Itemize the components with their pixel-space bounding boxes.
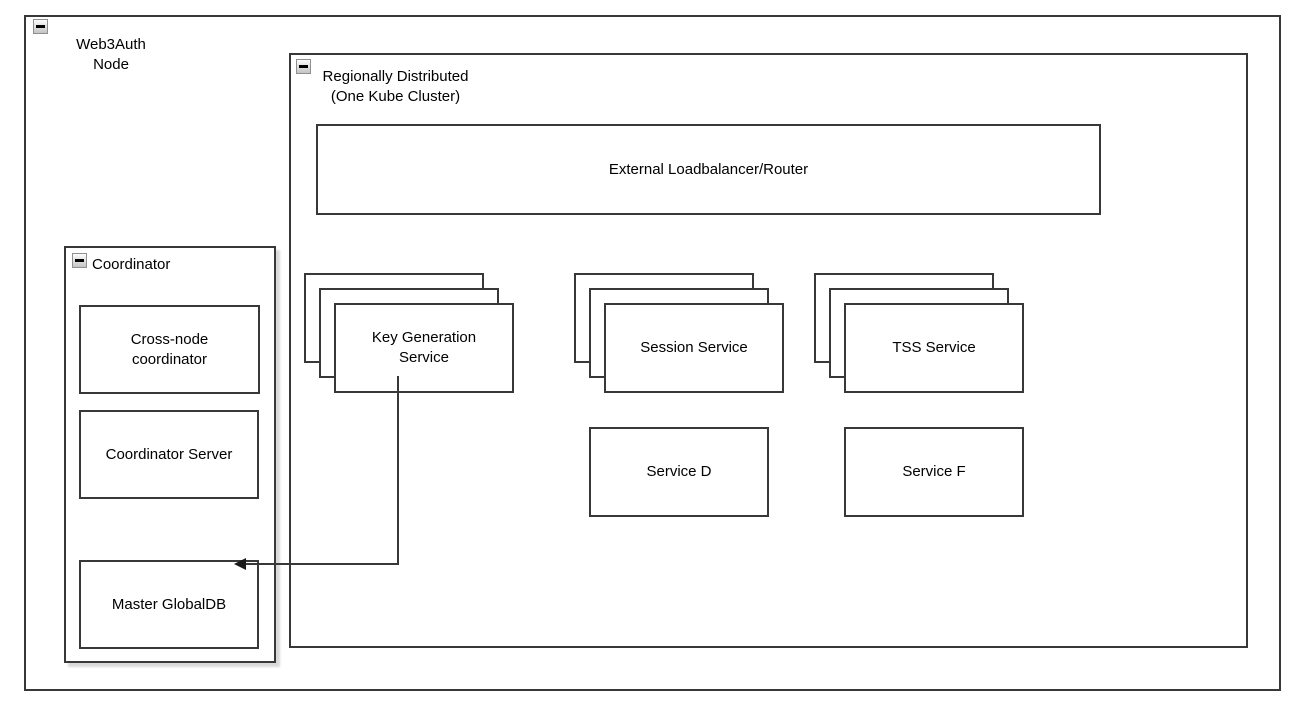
collapse-minus-icon[interactable] [72, 253, 87, 268]
group-label-coordinator: Coordinator [92, 256, 171, 273]
node-session-service: Session Service [604, 303, 784, 393]
minus-icon [299, 65, 308, 68]
group-coordinator: Coordinator Cross-node coordinator Coord… [64, 246, 276, 663]
stack-session-service: Session Service [574, 273, 786, 395]
group-label-web3auth-node: Web3Auth Node [76, 36, 146, 73]
node-coordinator-server: Coordinator Server [79, 410, 259, 499]
node-cross-node-coordinator: Cross-node coordinator [79, 305, 260, 394]
node-tss-service: TSS Service [844, 303, 1024, 393]
stack-key-generation-service: Key Generation Service [304, 273, 516, 395]
minus-icon [36, 25, 45, 28]
group-regionally-distributed: Regionally Distributed (One Kube Cluster… [289, 53, 1248, 648]
stack-tss-service: TSS Service [814, 273, 1026, 395]
collapse-minus-icon[interactable] [33, 19, 48, 34]
minus-icon [75, 259, 84, 262]
node-service-d: Service D [589, 427, 769, 517]
node-key-generation-service: Key Generation Service [334, 303, 514, 393]
collapse-minus-icon[interactable] [296, 59, 311, 74]
node-external-loadbalancer-router: External Loadbalancer/Router [316, 124, 1101, 215]
group-web3auth-node: Web3Auth Node Coordinator Cross-node coo… [24, 15, 1281, 691]
node-master-globaldb: Master GlobalDB [79, 560, 259, 649]
node-service-f: Service F [844, 427, 1024, 517]
group-label-regionally-distributed: Regionally Distributed (One Kube Cluster… [322, 68, 469, 105]
